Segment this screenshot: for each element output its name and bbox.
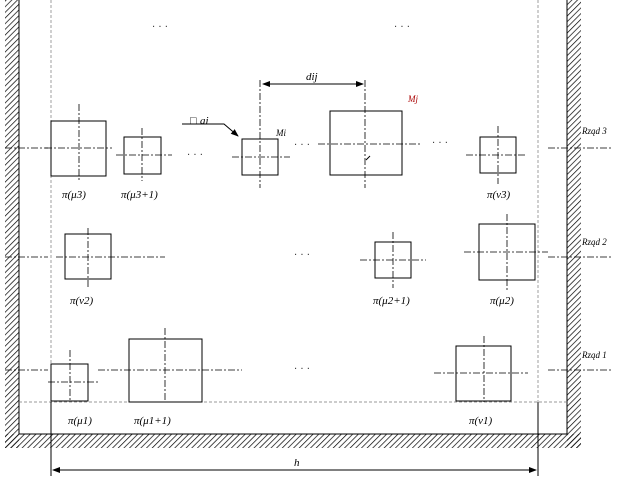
label-row-3: Rząd 3: [581, 126, 607, 136]
ellipsis-top-right: · · ·: [394, 22, 410, 33]
row-1: π(μ1) π(μ1+1) · · · π(ν1) Rząd 1: [5, 328, 612, 427]
label-mj: Mj: [407, 94, 418, 104]
label-pi-mu2p1: π(μ2+1): [373, 295, 410, 307]
label-pi-nu3: π(ν3): [487, 189, 511, 201]
label-pi-mu1: π(μ1): [68, 415, 92, 427]
machine-pi-nu2: [56, 228, 165, 288]
machine-pi-mu2p1: [360, 232, 426, 288]
ellipsis-row3-a: · · ·: [187, 150, 203, 161]
wall-bottom: [5, 433, 581, 448]
machine-mj: [318, 80, 420, 188]
row-2: π(ν2) · · · π(μ2+1) π(μ2) Rząd 2: [5, 214, 612, 307]
label-pi-mu3p1: π(μ3+1): [121, 189, 158, 201]
label-pi-mu3: π(μ3): [62, 189, 86, 201]
label-h: h: [294, 457, 300, 469]
ellipsis-row3-b: · · ·: [294, 140, 310, 151]
ellipsis-row3-c: · · ·: [432, 138, 448, 149]
label-row-2: Rząd 2: [581, 237, 607, 247]
machine-pi-mu3p1: [116, 128, 172, 181]
ellipsis-row1: · · ·: [294, 364, 310, 375]
machine-pi-nu3: [466, 126, 526, 184]
label-delta-box: □: [190, 115, 197, 127]
machine-pi-mu1: [48, 350, 100, 402]
machine-pi-mu3: [45, 104, 112, 182]
wall-right: [566, 0, 581, 448]
label-delta-ai: ai: [200, 115, 209, 127]
inner-boundary: [19, 0, 567, 403]
wall-left: [5, 0, 20, 448]
row-3: π(μ3) π(μ3+1) · · · □ ai Mi · · · Mj: [5, 71, 612, 201]
label-pi-nu2: π(ν2): [70, 295, 94, 307]
dimension-dij: dij: [262, 71, 364, 87]
machine-pi-mu1p1: [98, 328, 242, 403]
label-pi-mu1p1: π(μ1+1): [134, 415, 171, 427]
ellipsis-top-left: · · ·: [152, 22, 168, 33]
label-row-1: Rząd 1: [581, 350, 607, 360]
ellipsis-row2: · · ·: [294, 250, 310, 261]
machine-pi-mu2: [464, 214, 548, 290]
label-mi: Mi: [275, 128, 286, 138]
label-pi-nu1: π(ν1): [469, 415, 493, 427]
label-pi-mu2: π(μ2): [490, 295, 514, 307]
label-dij: dij: [306, 71, 318, 83]
dimension-h: h: [50, 402, 539, 476]
machine-mi: [232, 80, 290, 188]
machine-pi-nu1: [434, 336, 528, 402]
